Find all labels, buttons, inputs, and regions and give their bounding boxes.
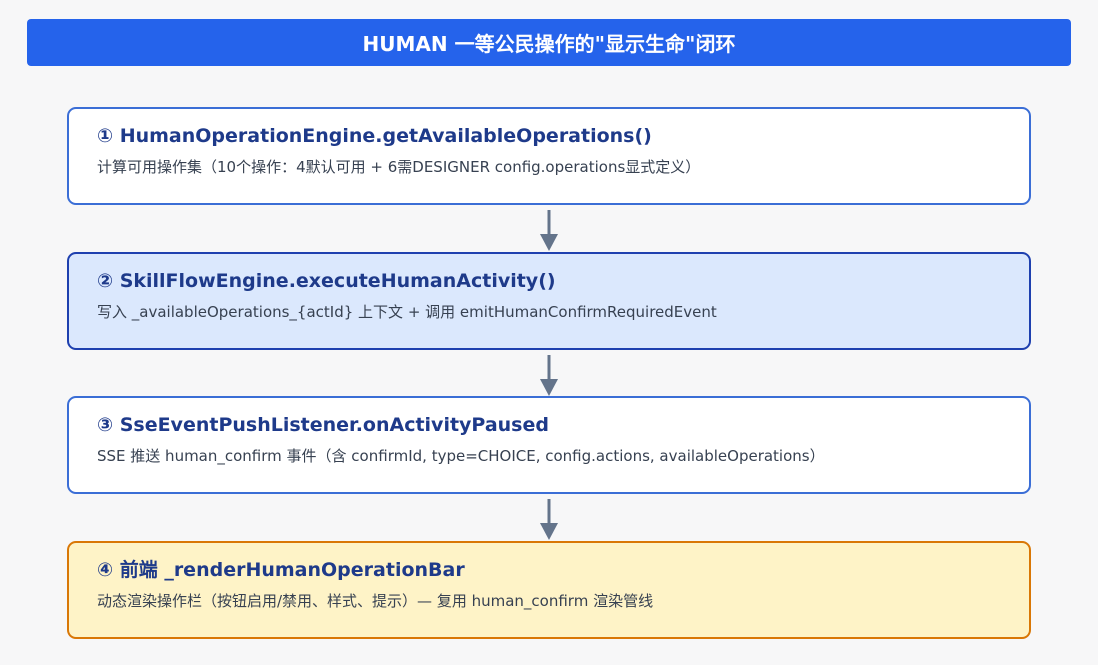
step-4-description: 动态渲染操作栏（按钮启用/禁用、样式、提示）— 复用 human_confirm…: [97, 592, 654, 610]
diagram-title: HUMAN 一等公民操作的"显示生命"闭环: [27, 19, 1071, 66]
step-3-title: ③ SseEventPushListener.onActivityPaused: [97, 414, 549, 436]
step-1-box: ① HumanOperationEngine.getAvailableOpera…: [67, 107, 1031, 205]
step-1-description: 计算可用操作集（10个操作：4默认可用 + 6需DESIGNER config.…: [97, 158, 701, 176]
arrow-down-icon: [540, 210, 558, 251]
step-2-title: ② SkillFlowEngine.executeHumanActivity(): [97, 270, 556, 292]
step-2-description: 写入 _availableOperations_{actId} 上下文 + 调用…: [97, 303, 717, 321]
step-4-box: ④ 前端 _renderHumanOperationBar 动态渲染操作栏（按钮…: [67, 541, 1031, 639]
step-2-box: ② SkillFlowEngine.executeHumanActivity()…: [67, 252, 1031, 350]
step-4-title: ④ 前端 _renderHumanOperationBar: [97, 559, 465, 581]
arrow-down-icon: [540, 499, 558, 540]
diagram-title-text: HUMAN 一等公民操作的"显示生命"闭环: [362, 32, 736, 56]
step-3-description: SSE 推送 human_confirm 事件（含 confirmId, typ…: [97, 447, 825, 465]
step-3-box: ③ SseEventPushListener.onActivityPaused …: [67, 396, 1031, 494]
arrow-down-icon: [540, 355, 558, 396]
step-1-title: ① HumanOperationEngine.getAvailableOpera…: [97, 125, 652, 147]
